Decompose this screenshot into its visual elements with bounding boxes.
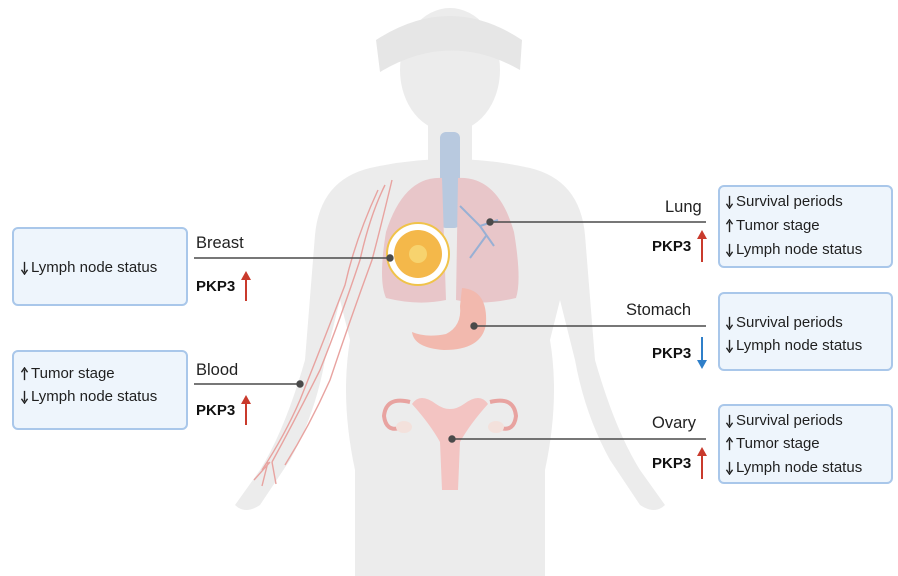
blood-item-text: Lymph node status (31, 388, 157, 405)
stomach-gene-label: PKP3 (652, 345, 691, 362)
ovary-info-box: Survival periods Tumor stage Lymph node … (718, 404, 893, 484)
stomach-organ-label: Stomach (626, 301, 691, 320)
ovary-gene-label: PKP3 (652, 455, 691, 472)
blood-info-box: Tumor stage Lymph node status (12, 350, 188, 430)
lung-item: Survival periods (725, 193, 843, 210)
ovary-item: Lymph node status (725, 459, 862, 476)
down-arrow-icon (725, 414, 734, 428)
blood-item: Tumor stage (20, 365, 115, 382)
blood-gene-label: PKP3 (196, 402, 235, 419)
down-arrow-icon (725, 316, 734, 330)
lung-item: Tumor stage (725, 217, 820, 234)
blood-leader-dot (297, 381, 303, 387)
breast-organ-label: Breast (196, 234, 244, 253)
lung-info-box: Survival periods Tumor stage Lymph node … (718, 185, 893, 268)
blood-pkp3-indicator: PKP3 (196, 394, 252, 426)
blood-item: Lymph node status (20, 388, 157, 405)
breast-item-text: Lymph node status (31, 259, 157, 276)
stomach-item-text: Survival periods (736, 314, 843, 331)
up-arrow-icon (696, 229, 708, 263)
ovary-organ-label: Ovary (652, 414, 696, 433)
lung-item-text: Tumor stage (736, 217, 820, 234)
down-arrow-icon (20, 261, 29, 275)
up-arrow-icon (696, 446, 708, 480)
down-arrow-icon (725, 461, 734, 475)
stomach-item: Lymph node status (725, 337, 862, 354)
stomach-item-text: Lymph node status (736, 337, 862, 354)
lung-item: Lymph node status (725, 241, 862, 258)
ovary-item: Tumor stage (725, 435, 820, 452)
stomach-pkp3-indicator: PKP3 (652, 336, 708, 370)
down-arrow-icon (696, 336, 708, 370)
ovary-item: Survival periods (725, 412, 843, 429)
lung-item-text: Survival periods (736, 193, 843, 210)
lung-gene-label: PKP3 (652, 238, 691, 255)
lung-organ-label: Lung (665, 198, 702, 217)
breast-item: Lymph node status (20, 259, 157, 276)
lung-pkp3-indicator: PKP3 (652, 229, 708, 263)
ovary-item-text: Survival periods (736, 412, 843, 429)
up-arrow-icon (240, 394, 252, 426)
breast-gene-label: PKP3 (196, 278, 235, 295)
down-arrow-icon (20, 390, 29, 404)
down-arrow-icon (725, 339, 734, 353)
stomach-item: Survival periods (725, 314, 843, 331)
down-arrow-icon (725, 243, 734, 257)
up-arrow-icon (240, 270, 252, 302)
lung-leader-dot (487, 219, 493, 225)
breast-pkp3-indicator: PKP3 (196, 270, 252, 302)
ovary-item-text: Tumor stage (736, 435, 820, 452)
breast-info-box: Lymph node status (12, 227, 188, 306)
ovary-item-text: Lymph node status (736, 459, 862, 476)
breast-leader-dot (387, 255, 393, 261)
up-arrow-icon (725, 437, 734, 451)
stomach-info-box: Survival periods Lymph node status (718, 292, 893, 371)
stomach-leader-dot (471, 323, 477, 329)
ovary-leader-dot (449, 436, 455, 442)
ovary-pkp3-indicator: PKP3 (652, 446, 708, 480)
down-arrow-icon (725, 195, 734, 209)
up-arrow-icon (20, 367, 29, 381)
up-arrow-icon (725, 219, 734, 233)
blood-item-text: Tumor stage (31, 365, 115, 382)
lung-item-text: Lymph node status (736, 241, 862, 258)
blood-organ-label: Blood (196, 361, 238, 380)
